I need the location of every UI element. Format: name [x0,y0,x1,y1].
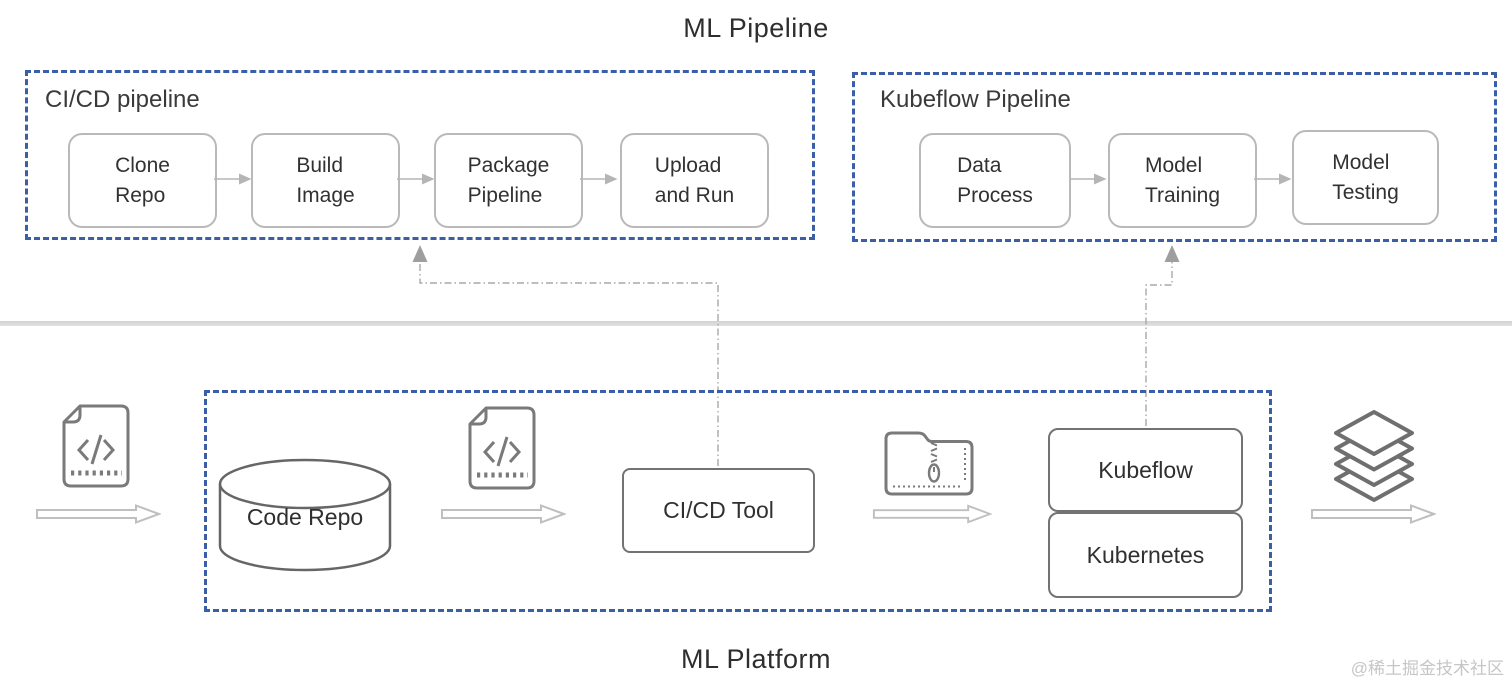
step-label-line: Data [957,153,1002,177]
step-label-line: Clone [115,153,170,177]
step-model-training: Model Training [1108,133,1257,228]
step-label-line: Process [957,183,1033,207]
step-package-pipeline: Package Pipeline [434,133,583,228]
step-label-line: and Run [654,183,735,207]
step-label-line: Pipeline [467,183,543,207]
step-label-line: Testing [1332,180,1399,204]
flow-arrow-icon [580,173,618,185]
cicd-tool-node: CI/CD Tool [622,468,815,553]
layers-icon [1334,410,1414,502]
connector-arrowhead-icon [1164,245,1180,262]
step-label-line: Repo [115,183,166,207]
kubeflow-pipeline-group [852,72,1497,242]
zip-folder-icon [884,431,974,496]
section-divider [0,321,1512,326]
step-data-process: Data Process [919,133,1071,228]
step-label-line: Package [467,153,550,177]
diagram-title: ML Pipeline [683,13,829,43]
step-label-line: Training [1144,183,1221,207]
step-label-line: Model [1144,153,1203,177]
step-label-line: Image [296,183,355,207]
step-clone-repo: Clone Repo [68,133,217,228]
step-label-line: Upload [654,153,722,177]
big-arrow-icon [1311,504,1436,524]
step-model-testing: Model Testing [1292,130,1439,225]
code-file-icon [62,404,130,488]
big-arrow-icon [441,504,566,524]
big-arrow-icon [36,504,161,524]
code-file-icon [468,406,536,490]
cicd-pipeline-group [25,70,815,240]
flow-arrow-icon [1254,173,1292,185]
big-arrow-icon [872,504,992,524]
step-build-image: Build Image [251,133,400,228]
connector-arrowhead-icon [412,245,428,262]
flow-arrow-icon [214,173,252,185]
ml-platform-group [204,390,1272,612]
code-repo-node: Code Repo [246,503,364,530]
step-label-line: Build [296,153,344,177]
step-upload-and-run: Upload and Run [620,133,769,228]
watermark: @稀土掘金技术社区 [1350,659,1504,678]
platform-title: ML Platform [680,644,832,674]
kubeflow-node: Kubeflow [1048,428,1243,512]
cicd-pipeline-label: CI/CD pipeline [45,86,200,113]
flow-arrow-icon [397,173,435,185]
step-label-line: Model [1332,150,1390,174]
flow-arrow-icon [1069,173,1107,185]
database-cylinder-icon [218,458,392,572]
kubeflow-pipeline-label: Kubeflow Pipeline [880,86,1071,113]
kubernetes-node: Kubernetes [1048,512,1243,598]
